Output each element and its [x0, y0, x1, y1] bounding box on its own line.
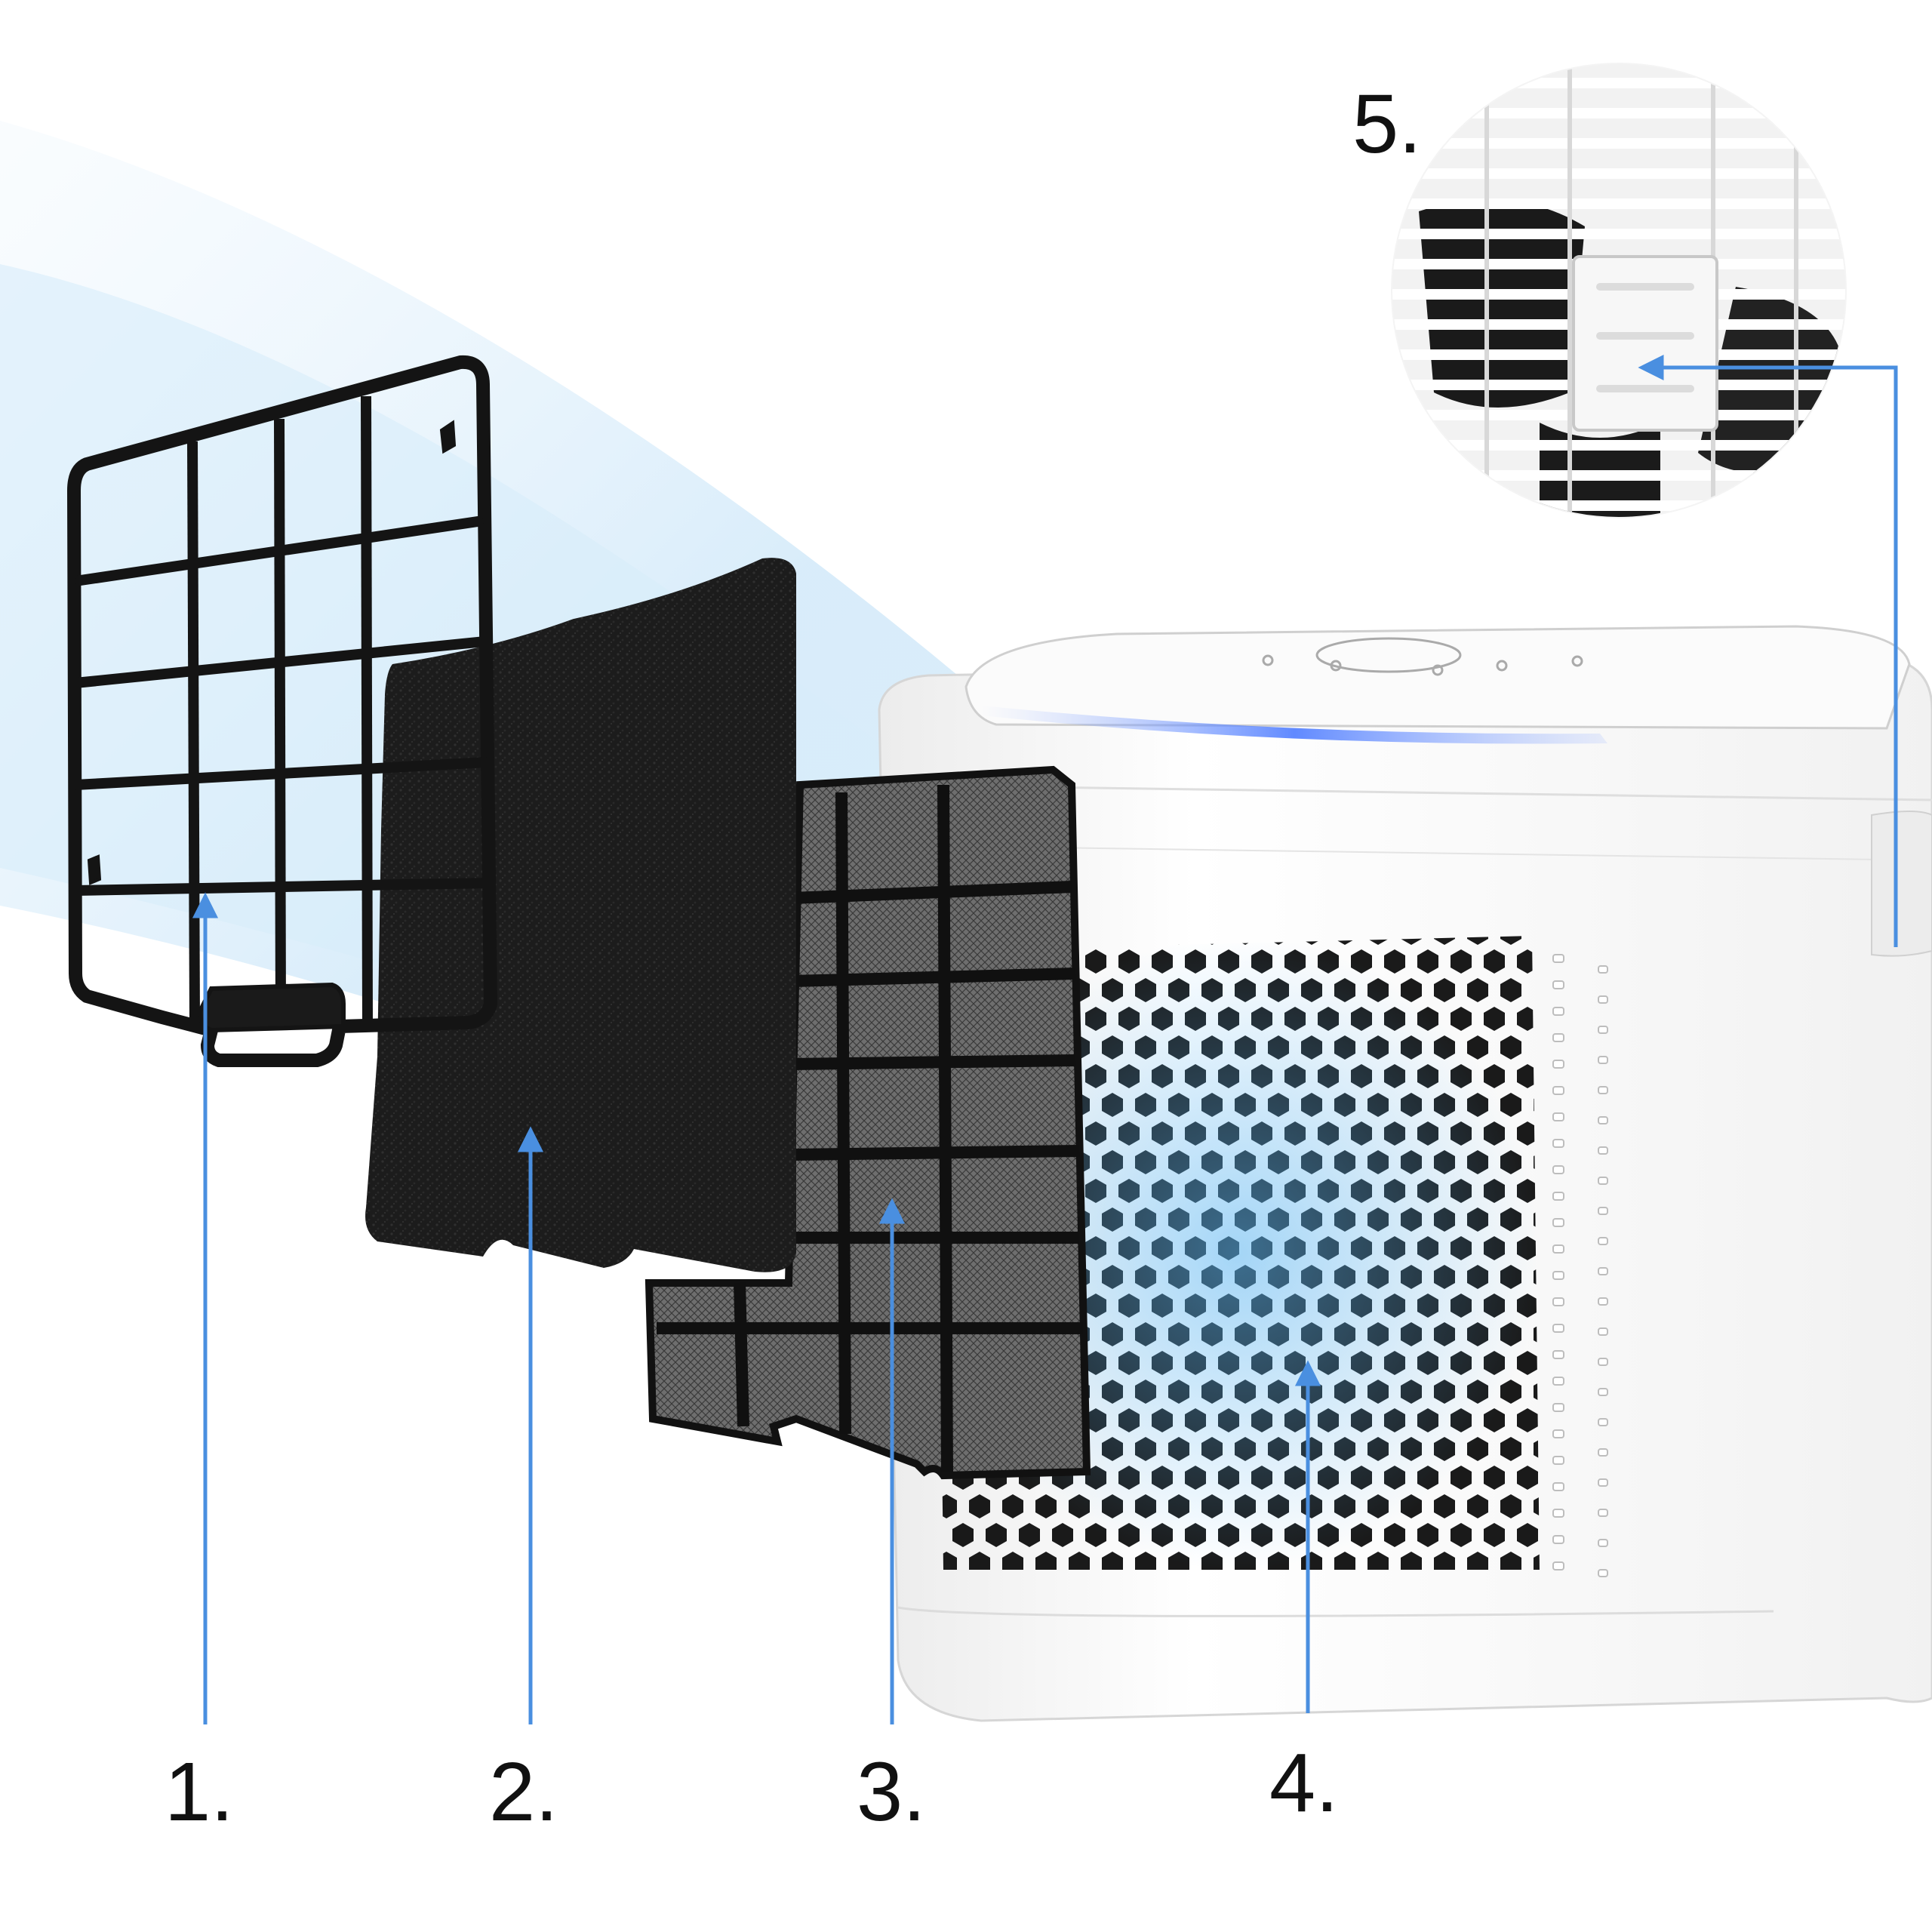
- callout-label-5: 5.: [1352, 78, 1422, 171]
- leader-arrow-4: [1294, 1360, 1321, 1386]
- base-seam: [897, 1606, 1774, 1617]
- grid-frame-filter: [66, 355, 498, 1067]
- top-panel: [964, 625, 1911, 730]
- mesh-pre-filter: [645, 765, 1091, 1480]
- callout-label-2: 2.: [489, 1746, 558, 1838]
- inset-vent-closeup: [1391, 63, 1847, 518]
- leader-arrow-2: [517, 1126, 544, 1152]
- callout-label-1: 1.: [165, 1746, 234, 1838]
- led-glow-strip: [981, 706, 1607, 744]
- callout-label-4: 4.: [1269, 1737, 1339, 1829]
- side-vent-slots: [1552, 954, 1608, 1577]
- leader-lines: [192, 354, 1898, 1724]
- frame-latch: [197, 982, 346, 1033]
- leader-line-5: [1657, 365, 1898, 947]
- leader-arrow-5: [1638, 354, 1664, 381]
- callout-label-3: 3.: [857, 1746, 926, 1838]
- leader-arrow-1: [192, 892, 219, 918]
- sensor-tab: [1572, 255, 1718, 432]
- control-panel-icons: [1262, 637, 1583, 676]
- side-handle-recess: [1871, 811, 1932, 957]
- leader-arrow-3: [878, 1198, 906, 1224]
- foam-carbon-filter: [365, 558, 796, 1272]
